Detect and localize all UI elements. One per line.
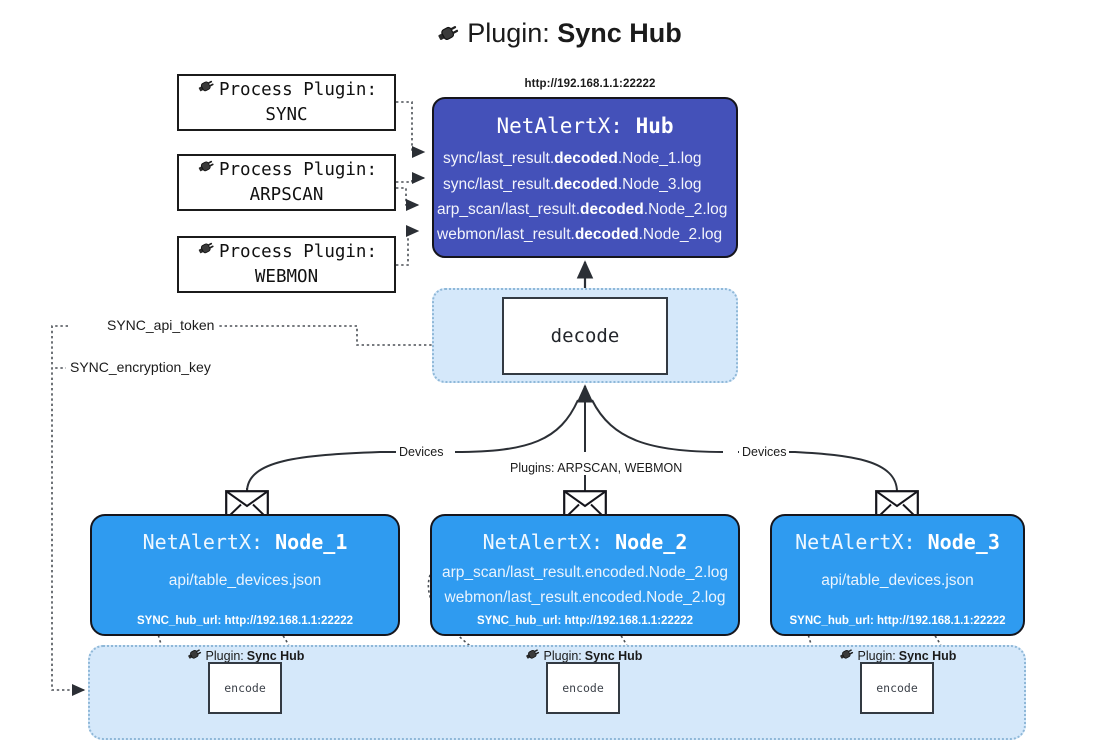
process-plugin-label: Process Plugin: [218,241,378,262]
encoder-label-prefix: Plugin: [857,648,896,663]
process-plugin-label: Process Plugin: [218,159,378,180]
log-mid: decoded [580,201,644,218]
decode-box[interactable]: decode [502,297,668,375]
plug-icon [524,646,541,665]
node-2-line-1: arp_scan/last_result.encoded.Node_2.log [441,564,729,581]
hub-log-3: arp_scan/last_result.decoded.Node_2.log [437,202,727,218]
process-plugin-arpscan[interactable]: Process Plugin: ARPSCAN [177,154,396,211]
page-title: Plugin: Sync Hub [0,18,1117,52]
node-2-line-2: webmon/last_result.encoded.Node_2.log [444,589,726,606]
encoder-2-label: Plugin: Sync Hub [488,646,678,665]
process-plugin-label: Process Plugin: [218,79,378,100]
node-3-line-1: api/table_devices.json [821,572,974,589]
plug-icon [838,646,855,665]
node-1-footer: SYNC_hub_url: http://192.168.1.1:22222 [136,615,354,627]
process-plugin-webmon[interactable]: Process Plugin: WEBMON [177,236,396,293]
log-post: .Node_1.log [617,150,702,167]
hub-title-prefix: NetAlertX: [496,114,623,138]
encoder-3-label: Plugin: Sync Hub [802,646,992,665]
encoder-label-name: Sync Hub [584,648,643,663]
edge-label-devices-left: Devices [396,445,447,459]
node-title-name: Node_3 [927,530,1000,554]
edge-label-plugins-center: Plugins: ARPSCAN, WEBMON [507,461,686,475]
log-post: .Node_2.log [638,226,723,243]
process-plugin-name: WEBMON [254,267,319,287]
node-title-2: NetAlertX: Node_2 [432,530,738,554]
hub-box[interactable]: NetAlertX: Hub sync/last_result.decoded.… [432,97,738,258]
process-plugin-name: SYNC [265,105,308,125]
log-pre: arp_scan/last_result. [437,201,581,218]
hub-title: NetAlertX: Hub [434,114,736,138]
encode-box-3[interactable]: encode [860,662,934,714]
encode-box-1[interactable]: encode [208,662,282,714]
edge-label-devices-right: Devices [739,445,790,459]
plug-icon [196,77,216,103]
plug-icon [196,239,216,265]
node-1-line-1: api/table_devices.json [168,572,322,589]
log-mid: decoded [554,176,618,193]
node-title-name: Node_2 [615,530,688,554]
encoder-label-prefix: Plugin: [543,648,582,663]
process-plugin-sync[interactable]: Process Plugin: SYNC [177,74,396,131]
node-title-1: NetAlertX: Node_1 [92,530,398,554]
node-box-3[interactable]: NetAlertX: Node_3 api/table_devices.json… [770,514,1025,636]
title-name: Sync Hub [557,18,682,48]
process-plugin-name: ARPSCAN [249,185,324,205]
log-pre: webmon/last_result. [437,226,575,243]
log-mid: decoded [554,150,618,167]
plug-icon [435,21,461,52]
node-title-prefix: NetAlertX: [142,530,264,554]
node-3-footer: SYNC_hub_url: http://192.168.1.1:22222 [789,615,1006,627]
secret-encryption-key-label: SYNC_encryption_key [66,359,215,375]
node-title-prefix: NetAlertX: [795,530,916,554]
encoder-1-label: Plugin: Sync Hub [150,646,340,665]
node-title-3: NetAlertX: Node_3 [772,530,1023,554]
node-2-footer: SYNC_hub_url: http://192.168.1.1:22222 [476,615,694,627]
title-prefix: Plugin: [467,18,550,48]
plug-icon [186,646,203,665]
hub-title-name: Hub [635,114,674,138]
hub-log-1: sync/last_result.decoded.Node_1.log [443,151,701,167]
secret-api-token-label: SYNC_api_token [103,317,219,333]
node-box-2[interactable]: NetAlertX: Node_2 arp_scan/last_result.e… [430,514,740,636]
node-title-prefix: NetAlertX: [482,530,604,554]
log-pre: sync/last_result. [443,150,555,167]
log-post: .Node_2.log [643,201,728,218]
encoder-label-name: Sync Hub [898,648,957,663]
encode-box-2[interactable]: encode [546,662,620,714]
hub-url: http://192.168.1.1:22222 [524,78,656,90]
log-mid: decoded [574,226,639,243]
node-box-1[interactable]: NetAlertX: Node_1 api/table_devices.json… [90,514,400,636]
hub-log-4: webmon/last_result.decoded.Node_2.log [437,227,722,243]
hub-log-2: sync/last_result.decoded.Node_3.log [443,177,701,193]
log-pre: sync/last_result. [443,176,555,193]
node-title-name: Node_1 [275,530,348,554]
log-post: .Node_3.log [617,176,702,193]
encoder-label-name: Sync Hub [246,648,305,663]
encoder-label-prefix: Plugin: [205,648,244,663]
plug-icon [196,157,216,183]
